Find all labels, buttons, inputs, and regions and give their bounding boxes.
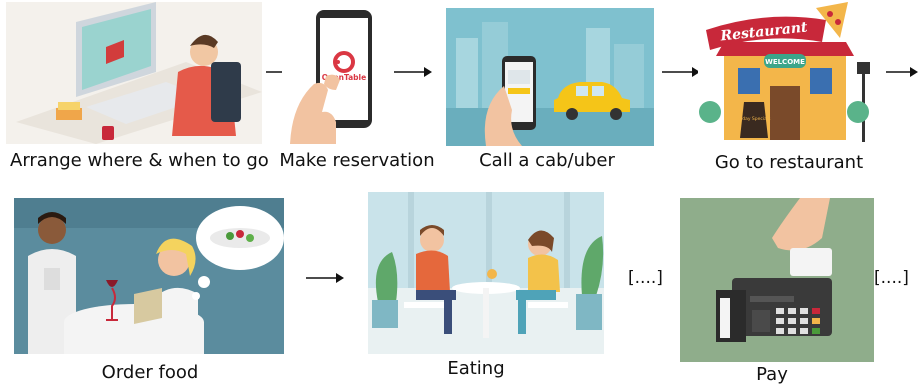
step-cab-image bbox=[446, 8, 654, 146]
arrow-right-icon bbox=[306, 273, 344, 283]
arrow-right-icon bbox=[394, 67, 432, 77]
step-pay-image bbox=[680, 198, 874, 362]
arrow-right-icon bbox=[662, 67, 700, 77]
step-eating-label: Eating bbox=[447, 358, 505, 379]
ellipsis-end: [....] bbox=[874, 268, 909, 288]
step-pay-label: Pay bbox=[756, 364, 788, 385]
step-restaurant-image: WELCOME Restaurant Today Specials bbox=[698, 2, 878, 148]
ellipsis-middle: [....] bbox=[628, 268, 663, 288]
step-arrange-image bbox=[6, 2, 262, 144]
specials-board-text: Today Specials bbox=[736, 116, 771, 122]
step-reservation-image: OpenTable bbox=[282, 4, 400, 144]
welcome-sign-text: WELCOME bbox=[765, 58, 805, 66]
step-eating-image bbox=[368, 192, 604, 354]
step-order-label: Order food bbox=[101, 362, 199, 383]
opentable-logo-text: OpenTable bbox=[322, 73, 366, 82]
step-order-image bbox=[14, 198, 284, 354]
arrow-right-icon bbox=[886, 67, 918, 77]
step-reservation-label: Make reservation bbox=[279, 150, 435, 171]
step-cab-label: Call a cab/uber bbox=[479, 150, 615, 171]
step-arrange-label: Arrange where & when to go bbox=[10, 150, 269, 171]
step-restaurant-label: Go to restaurant bbox=[714, 152, 864, 173]
